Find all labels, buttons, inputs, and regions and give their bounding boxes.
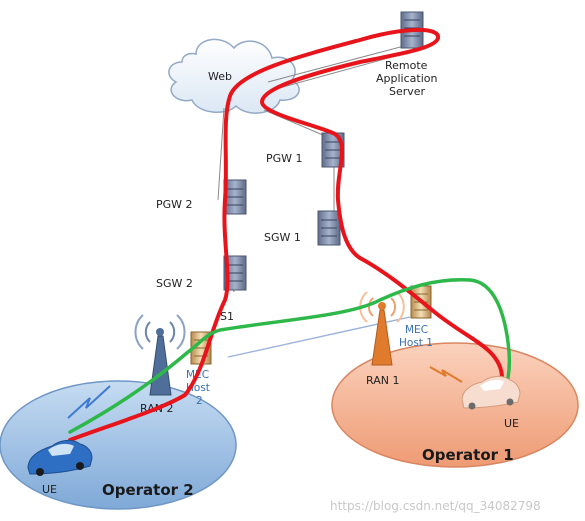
ran1-tower-icon: [359, 291, 405, 366]
s1-interface-label: S1: [220, 310, 234, 323]
web-cloud-icon: [168, 38, 300, 114]
red-traffic-path: [68, 28, 504, 442]
ue-operator1-label: UE: [504, 417, 519, 430]
remote-server-label-line1: Remote: [385, 59, 428, 72]
operator2-label: Operator 2: [102, 481, 194, 499]
mec-host1-label-line1: MEC: [405, 324, 428, 336]
ue-car-operator1-icon: [461, 375, 521, 410]
pgw2-label: PGW 2: [156, 198, 193, 211]
remote-server-label-line2: Application: [376, 72, 437, 85]
remote-server-label-line3: Server: [389, 85, 426, 98]
ue-operator2-label: UE: [42, 483, 57, 496]
operator-1-zone: [331, 342, 579, 468]
sgw1-server-icon: [317, 210, 341, 246]
sgw1-label: SGW 1: [264, 231, 301, 244]
wireless-link-ran1-icon: [429, 366, 463, 383]
operator-2-zone: [0, 380, 237, 510]
pgw1-label: PGW 1: [266, 152, 303, 165]
green-mec-path: [68, 277, 512, 434]
web-label: Web: [208, 70, 232, 83]
pgw1-server-icon: [321, 132, 345, 168]
sgw2-label: SGW 2: [156, 277, 193, 290]
mec-host1-label-line2: Host 1: [399, 337, 433, 349]
mec-host2-label-line3: 2: [196, 395, 203, 407]
ran1-label: RAN 1: [366, 374, 399, 387]
wireless-link-ran2-icon: [67, 385, 111, 419]
watermark-text: https://blog.csdn.net/qq_34082798: [330, 499, 541, 513]
ue-car-operator2-icon: [27, 439, 93, 476]
operator1-label: Operator 1: [422, 446, 514, 464]
